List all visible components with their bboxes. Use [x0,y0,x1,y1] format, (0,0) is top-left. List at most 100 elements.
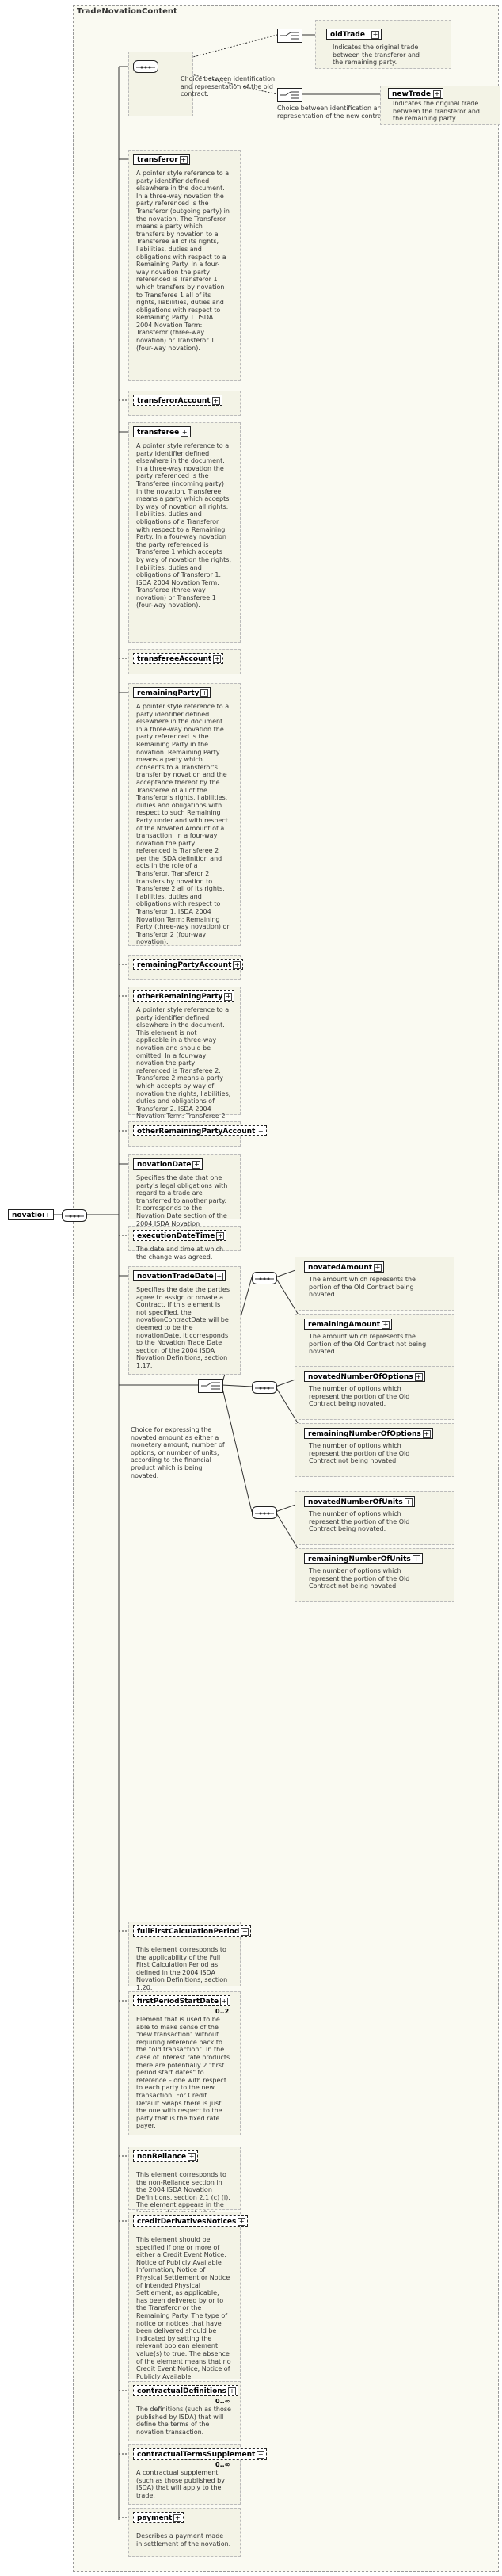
expand-icon[interactable]: + [238,2218,246,2226]
expand-icon[interactable]: + [414,1373,423,1381]
element-executionDateTime[interactable]: executionDateTime+ [133,1230,227,1241]
element-transferorAccount-label: transferorAccount [137,397,211,405]
expand-icon[interactable]: + [181,429,189,437]
element-novationDate[interactable]: novationDate+ [133,1158,203,1170]
tail-contractualTermsSupplement-description: A contractual supplement (such as those … [136,2469,225,2499]
tail-firstPeriodStartDate-occurrence: 0..2 [215,2008,230,2015]
expand-icon[interactable]: + [44,1212,51,1219]
expand-icon[interactable]: + [211,397,220,405]
expand-icon[interactable]: + [241,1928,249,1936]
expand-icon[interactable]: + [382,1321,390,1329]
new-trade-choice-description: Choice between identification and repres… [277,105,390,120]
expand-icon[interactable]: + [179,156,188,164]
expand-icon[interactable]: + [404,1498,413,1506]
expand-icon[interactable]: + [220,1998,229,2005]
tail-contractualTermsSupplement[interactable]: contractualTermsSupplement+ [133,2448,268,2460]
old-trade-element[interactable]: oldTrade + [326,29,382,40]
amount-element-1-1-label: remainingNumberOfOptions [308,1430,421,1438]
element-card [128,2212,241,2379]
amount-choice-description: Choice for expressing the novated amount… [131,1426,225,1479]
element-novationTradeDate[interactable]: novationTradeDate+ [133,1270,226,1281]
element-card [315,20,451,69]
expand-icon[interactable]: + [200,689,209,697]
amount-element-2-1[interactable]: remainingNumberOfUnits+ [304,1553,423,1564]
element-remainingParty[interactable]: remainingParty+ [133,687,211,698]
expand-icon[interactable]: + [224,993,233,1001]
root-novation-element[interactable]: novation+ [8,1209,54,1220]
tail-nonReliance[interactable]: nonReliance+ [133,2150,199,2162]
old-trade-description: Indicates the original trade between the… [333,44,420,67]
expand-icon[interactable]: + [374,1264,382,1272]
tail-payment-label: payment [137,2514,173,2522]
expand-icon[interactable]: + [173,2514,182,2522]
expand-icon[interactable]: + [216,1232,225,1240]
expand-icon[interactable]: + [192,1161,201,1169]
tail-contractualDefinitions-label: contractualDefinitions [137,2387,227,2395]
element-card [128,1266,241,1375]
expand-icon[interactable]: + [371,31,379,39]
amount-element-1-0[interactable]: novatedNumberOfOptions+ [304,1371,425,1382]
element-remainingPartyAccount[interactable]: remainingPartyAccount+ [133,959,244,970]
element-otherRemainingParty[interactable]: otherRemainingParty+ [133,990,235,1002]
expand-icon[interactable]: + [233,961,241,969]
identification-sequence-icon[interactable] [133,60,158,73]
amount-element-0-1-description: The amount which represents the portion … [309,1333,427,1356]
new-trade-choice-icon[interactable] [277,88,302,102]
tail-firstPeriodStartDate[interactable]: firstPeriodStartDate+ [133,1995,231,2006]
expand-icon[interactable]: + [412,1555,420,1563]
element-otherRemainingPartyAccount-label: otherRemainingPartyAccount [137,1128,256,1135]
amount-element-1-0-description: The number of options which represent th… [309,1385,410,1408]
element-transferee[interactable]: transferee+ [133,426,192,437]
amount-element-1-1-description: The number of options which represent th… [309,1442,410,1465]
amount-element-1-1[interactable]: remainingNumberOfOptions+ [304,1428,433,1439]
amount-group-sequence-icon[interactable] [252,1506,277,1519]
tail-payment[interactable]: payment+ [133,2512,184,2523]
tail-contractualDefinitions[interactable]: contractualDefinitions+ [133,2385,239,2396]
expand-icon[interactable]: + [422,1430,431,1438]
element-card [128,987,241,1115]
expand-icon[interactable]: + [228,2387,237,2395]
amount-element-0-0[interactable]: novatedAmount+ [304,1261,385,1273]
tail-fullFirstCalculationPeriod[interactable]: fullFirstCalculationPeriod+ [133,1925,252,1937]
tail-contractualDefinitions-description: The definitions (such as those published… [136,2406,231,2436]
element-card [128,1991,241,2135]
group-title: TradeNovationContent [77,7,177,16]
tail-contractualTermsSupplement-occurrence: 0..∞ [215,2461,230,2468]
tail-contractualDefinitions-occurrence: 0..∞ [215,2398,230,2405]
element-transferee-label: transferee [137,429,180,437]
root-sequence-icon[interactable] [62,1209,87,1222]
amount-element-0-1-label: remainingAmount [308,1321,381,1329]
element-executionDateTime-description: The date and time at which the change wa… [136,1246,224,1261]
amount-element-0-1[interactable]: remainingAmount+ [304,1319,393,1330]
expand-icon[interactable]: + [433,90,441,98]
tail-firstPeriodStartDate-description: Element that is used to be able to make … [136,2016,230,2130]
tail-contractualTermsSupplement-label: contractualTermsSupplement [137,2451,256,2459]
amount-group-sequence-icon[interactable] [252,1381,277,1394]
expand-icon[interactable]: + [215,1273,223,1280]
old-trade-choice-icon[interactable] [277,29,302,43]
tail-payment-description: Describes a payment made in settlement o… [136,2532,231,2547]
amount-element-2-0[interactable]: novatedNumberOfUnits+ [304,1496,415,1507]
element-transferor-description: A pointer style reference to a party ide… [136,170,230,352]
element-transferee-description: A pointer style reference to a party ide… [136,442,231,609]
new-trade-element[interactable]: newTrade+ [388,88,443,99]
element-transferor[interactable]: transferor+ [133,154,190,165]
element-executionDateTime-label: executionDateTime [137,1232,215,1240]
amount-element-0-0-description: The amount which represents the portion … [309,1276,416,1299]
expand-icon[interactable]: + [257,1128,265,1135]
tail-creditDerivativesNotices-label: creditDerivativesNotices [137,2218,237,2226]
tail-creditDerivativesNotices[interactable]: creditDerivativesNotices+ [133,2215,249,2227]
amount-group-sequence-icon[interactable] [252,1272,277,1284]
expand-icon[interactable]: + [213,655,222,663]
element-otherRemainingPartyAccount[interactable]: otherRemainingPartyAccount+ [133,1125,268,1136]
element-card [128,422,241,643]
element-transfereeAccount[interactable]: transfereeAccount+ [133,653,224,664]
expand-icon[interactable]: + [188,2153,196,2161]
connector [221,1384,253,1513]
expand-icon[interactable]: + [257,2451,265,2459]
element-transferorAccount[interactable]: transferorAccount+ [133,395,222,406]
tail-nonReliance-label: nonReliance [137,2153,187,2161]
element-card [128,150,241,381]
old-trade-element-label: oldTrade [330,31,365,39]
amount-choice-icon[interactable] [198,1379,223,1393]
